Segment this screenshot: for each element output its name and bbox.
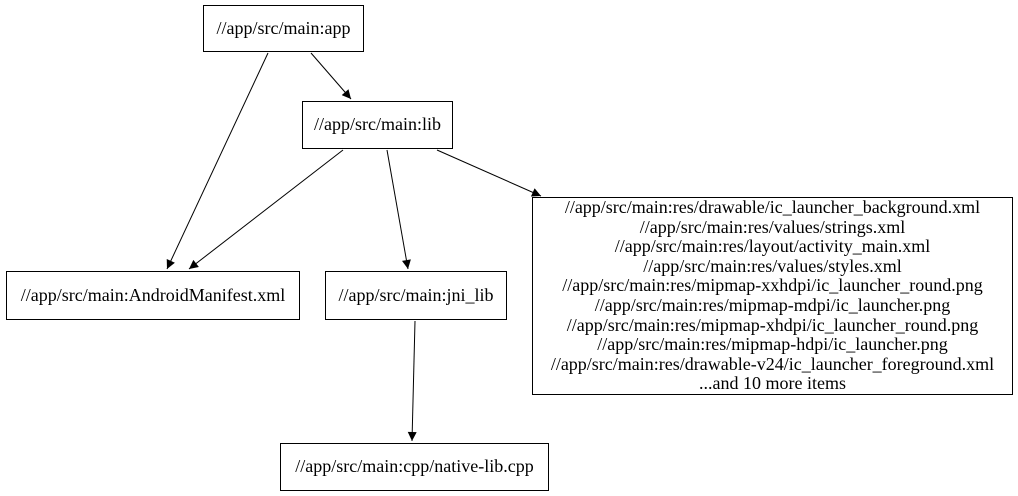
- node-android-manifest: //app/src/main:AndroidManifest.xml: [6, 271, 300, 320]
- node-android-manifest-label: //app/src/main:AndroidManifest.xml: [20, 284, 286, 305]
- res-file-line: //app/src/main:res/mipmap-xhdpi/ic_launc…: [566, 314, 979, 335]
- res-more-items-line: ...and 10 more items: [699, 373, 846, 394]
- edge-lib-to-res-group: [436, 149, 542, 197]
- res-file-line: //app/src/main:res/mipmap-mdpi/ic_launch…: [594, 295, 951, 315]
- res-file-line: //app/src/main:res/layout/activity_main.…: [614, 236, 931, 257]
- edge-lib-to-jni-lib: [386, 149, 411, 270]
- edge-lib-to-manifest: [188, 149, 344, 270]
- edge-jni-lib-to-native-lib-cpp: [407, 320, 417, 442]
- res-file-line: //app/src/main:res/values/styles.xml: [643, 255, 902, 276]
- node-native-lib-cpp: //app/src/main:cpp/native-lib.cpp: [280, 443, 549, 491]
- res-file-line: //app/src/main:res/values/strings.xml: [639, 216, 906, 237]
- node-lib-label: //app/src/main:lib: [314, 114, 441, 135]
- edge-app-to-lib: [310, 52, 352, 100]
- res-file-line: //app/src/main:res/drawable/ic_launcher_…: [564, 197, 981, 218]
- node-native-lib-cpp-label: //app/src/main:cpp/native-lib.cpp: [295, 456, 534, 477]
- res-file-line: //app/src/main:res/mipmap-hdpi/ic_launch…: [597, 334, 948, 355]
- node-jni-lib-label: //app/src/main:jni_lib: [338, 284, 494, 305]
- edge-app-to-manifest: [166, 52, 269, 270]
- node-jni-lib: //app/src/main:jni_lib: [325, 271, 507, 320]
- res-file-line: //app/src/main:res/drawable-v24/ic_launc…: [550, 353, 995, 374]
- node-app-label: //app/src/main:app: [216, 17, 351, 38]
- node-res-group: //app/src/main:res/drawable/ic_launcher_…: [532, 197, 1013, 395]
- res-file-line: //app/src/main:res/mipmap-xxhdpi/ic_laun…: [562, 275, 983, 296]
- node-app: //app/src/main:app: [203, 5, 364, 52]
- node-lib: //app/src/main:lib: [302, 101, 453, 149]
